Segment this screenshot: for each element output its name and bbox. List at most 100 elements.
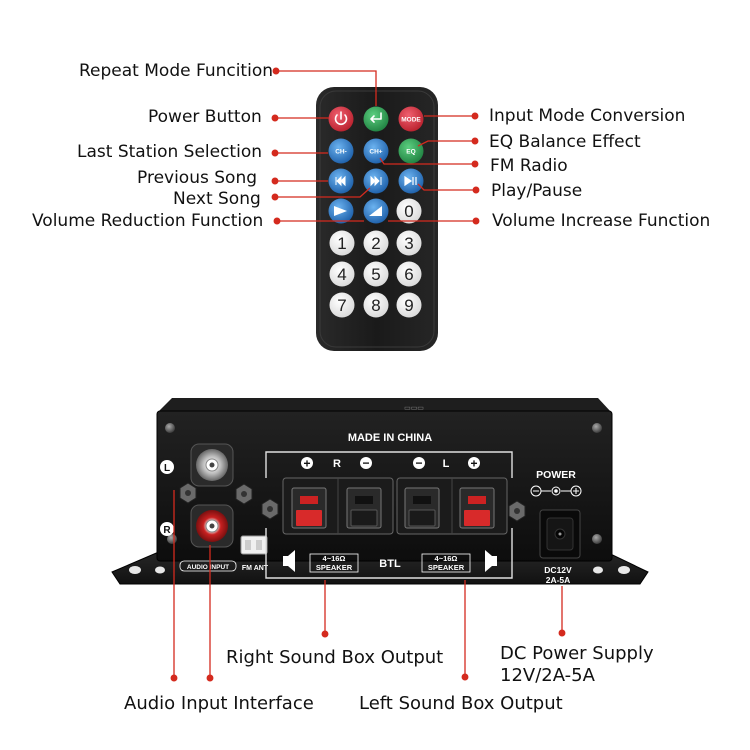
digit-5-label: 5 [371,265,380,284]
next-key[interactable] [363,168,389,194]
left-channel-badge: L [160,460,174,474]
digit-2-label: 2 [371,234,380,253]
rca-left-white-jack[interactable] [190,443,234,487]
left-speaker-bracket [421,553,471,573]
right-speaker-bracket [309,553,359,573]
next-icon [370,175,382,187]
label-fm-radio: FM Radio [490,156,568,176]
label-volume-reduction: Volume Reduction Function [32,211,264,231]
polarity-symbol [530,485,582,497]
callout-line-play [417,183,476,191]
label-input-mode: Input Mode Conversion [489,106,686,126]
power-icon [334,114,348,126]
fm-ant-label: FM ANT [242,565,269,572]
ch-minus-key[interactable]: CH- [328,138,354,164]
digit-8-key[interactable]: 8 [363,292,389,318]
hex-screw-speaker-right [508,500,526,522]
callout-dot-left-output [461,673,469,681]
digit-0-key[interactable]: 0 [396,198,422,224]
digit-7-label: 7 [337,296,346,315]
eq-key[interactable]: EQ [398,138,424,164]
digit-1-key[interactable]: 1 [329,230,355,256]
terminal-l-label: L [443,458,450,470]
volume-down-icon [334,206,347,216]
volume-down-key[interactable] [328,198,354,224]
digit-5-key[interactable]: 5 [363,261,389,287]
volume-up-key[interactable] [363,198,389,224]
mode-key[interactable]: MODE [398,106,424,132]
eq-key-label: EQ [406,149,415,156]
svg-text:L: L [164,463,170,474]
digit-6-label: 6 [404,265,413,284]
hex-screw-speaker-left [261,498,279,520]
digit-2-key[interactable]: 2 [363,230,389,256]
made-in-china: MADE IN CHINA [348,432,432,444]
svg-text:+: + [470,457,477,471]
rca-right-red-jack[interactable] [190,504,234,548]
digit-4-key[interactable]: 4 [329,261,355,287]
remote-control: MODE CH- CH+ EQ [316,87,438,351]
amplifier: ▭▭▭ L R [111,398,649,585]
repeat-icon [370,112,382,123]
label-repeat-mode: Repeat Mode Funcition [79,61,273,81]
left-positive-clip[interactable] [459,487,495,529]
digit-9-key[interactable]: 9 [396,292,422,318]
top-brand-mark: ▭▭▭ [404,405,424,412]
callout-dot-right-output [321,630,329,638]
right-positive-clip[interactable] [291,487,327,529]
previous-key[interactable] [328,168,354,194]
label-next-song: Next Song [173,189,261,209]
terminal-r-plus: + [301,457,313,471]
label-dc-power-line2: 12V/2A-5A [500,665,595,686]
right-speaker-label: SPEAKER [316,563,353,572]
digit-9-label: 9 [404,296,413,315]
volume-up-icon [369,206,382,216]
svg-text:−: − [362,456,369,470]
amp-callouts [170,490,566,682]
digit-7-key[interactable]: 7 [329,292,355,318]
dc-rating-line2: 2A-5A [546,575,571,585]
panel-screw-top-left [165,423,175,433]
repeat-key[interactable] [363,106,389,132]
callout-dot-audio-right [206,674,214,682]
label-eq-balance: EQ Balance Effect [489,132,641,152]
digit-8-label: 8 [371,296,380,315]
speaker-terminal-frame [265,451,513,579]
ch-plus-key[interactable]: CH+ [363,138,389,164]
power-key[interactable] [328,106,354,132]
digit-4-label: 4 [337,265,346,284]
label-last-station: Last Station Selection [77,142,262,162]
digit-0-label: 0 [404,202,413,221]
remote-highlight [319,90,435,348]
dc-rating-line1: DC12V [544,565,572,575]
hex-screw-left-top [179,482,197,504]
flange-hole-right [618,566,630,574]
right-channel-badge: R [160,522,174,536]
callout-line-eq [417,140,475,147]
dc-power-jack[interactable] [539,509,581,559]
label-right-output: Right Sound Box Output [226,647,444,668]
label-previous-song: Previous Song [137,168,258,188]
fm-antenna-connector[interactable] [240,535,268,555]
digit-3-key[interactable]: 3 [396,230,422,256]
callout-line-next [275,187,371,198]
callout-dot-dc-power [558,629,566,637]
play-pause-key[interactable] [398,168,424,194]
callout-line-repeat [276,70,377,106]
left-speaker-label: SPEAKER [428,563,465,572]
right-negative-clip[interactable] [346,487,382,529]
label-power-button: Power Button [148,107,262,127]
svg-text:−: − [415,456,422,470]
btl-label: BTL [379,558,401,570]
previous-icon [335,175,346,187]
ch-plus-label: CH+ [369,149,382,156]
left-negative-clip[interactable] [404,487,440,529]
label-volume-increase: Volume Increase Function [492,211,711,231]
ch-minus-label: CH- [335,149,347,156]
remote-callouts [271,67,480,225]
label-audio-input: Audio Input Interface [124,693,314,714]
digit-6-key[interactable]: 6 [396,261,422,287]
panel-screw-bottom-right [592,534,602,544]
amp-top-edge [158,398,611,412]
